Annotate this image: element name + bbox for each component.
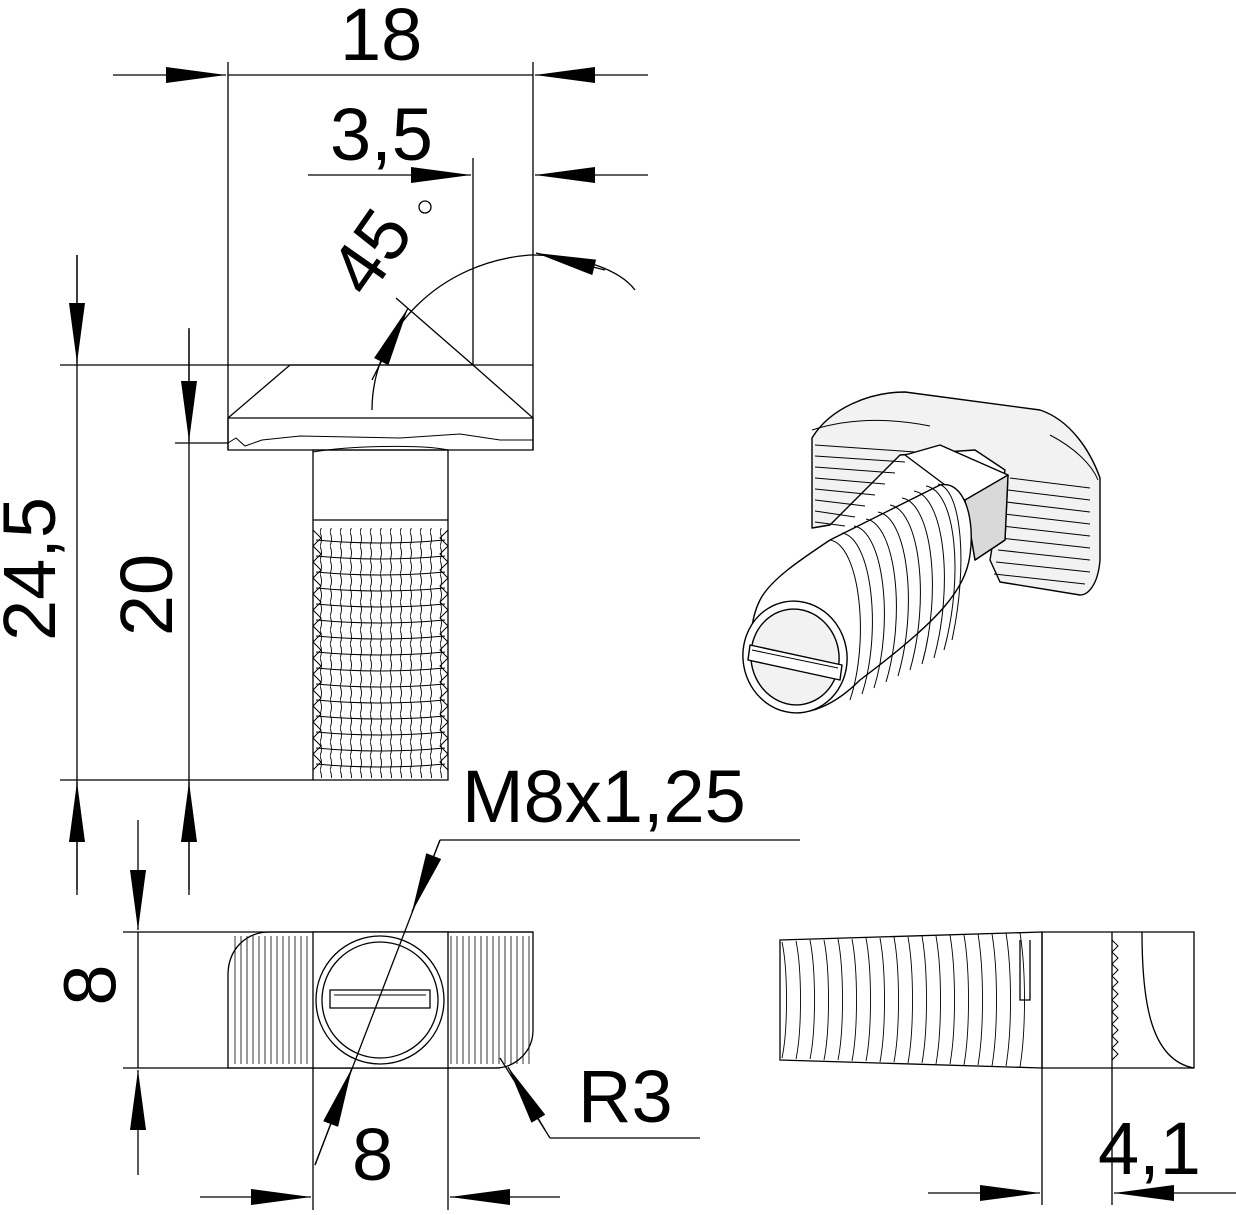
dimension-height-24-5: 24,5 (0, 496, 72, 642)
degree-symbol (419, 201, 431, 213)
dimension-width-3-5: 3,5 (330, 93, 433, 176)
dimension-height-8: 8 (48, 964, 132, 1006)
radius-callout: R3 (578, 1055, 673, 1138)
side-view (780, 932, 1236, 1205)
front-view (60, 62, 648, 895)
top-view (123, 820, 800, 1210)
iso-view (734, 392, 1100, 721)
dimension-width-4-1: 4,1 (1098, 1107, 1201, 1190)
dimension-height-20: 20 (105, 553, 189, 637)
dimension-width-8: 8 (352, 1113, 394, 1196)
dimension-width-18: 18 (340, 0, 423, 76)
thread-callout: M8x1,25 (462, 755, 746, 838)
